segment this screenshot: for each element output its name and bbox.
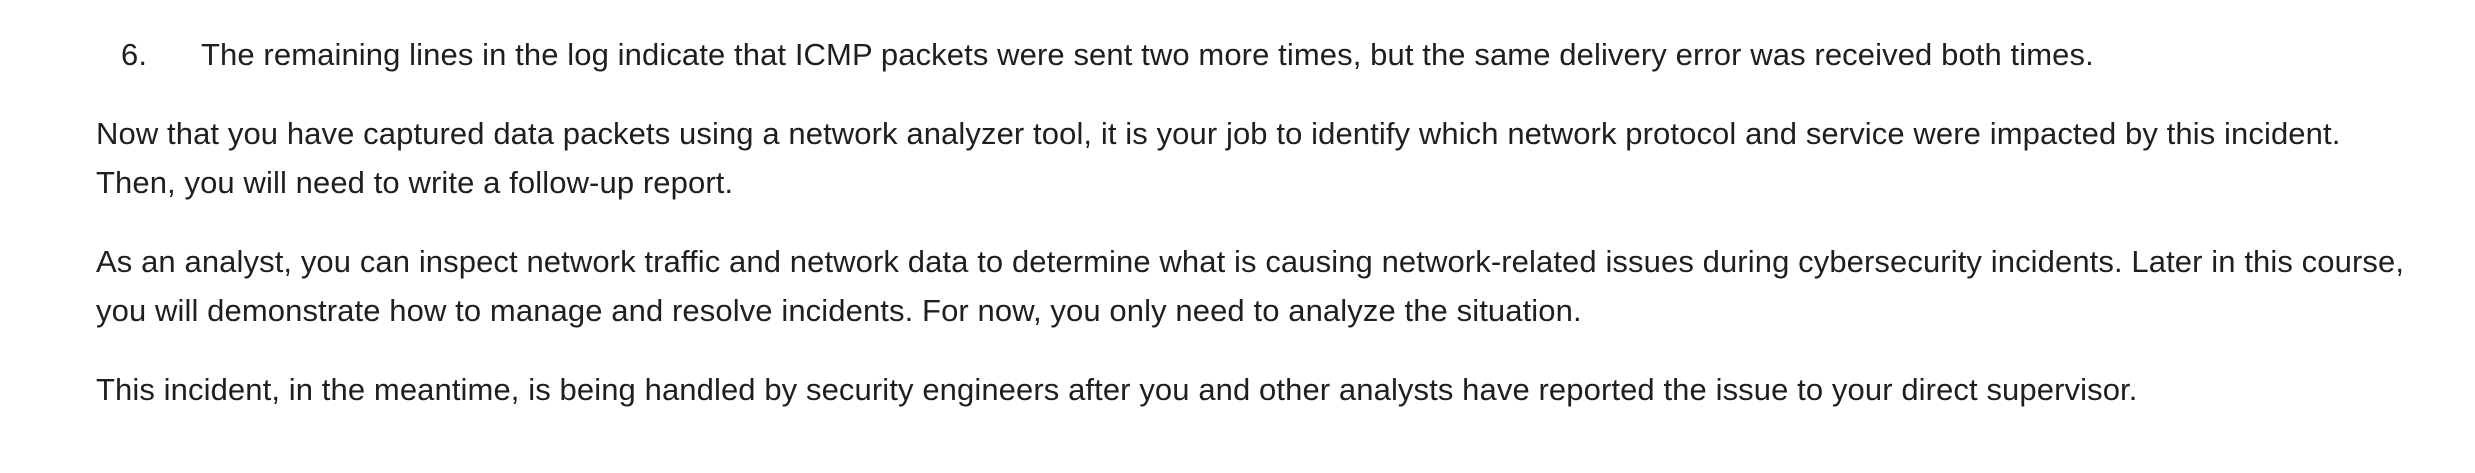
numbered-list-item: 6. The remaining lines in the log indica… <box>96 30 2406 79</box>
paragraph: This incident, in the meantime, is being… <box>96 372 2138 407</box>
paragraph: As an analyst, you can inspect network t… <box>96 244 2405 328</box>
paragraph: Now that you have captured data packets … <box>96 116 2341 200</box>
list-item-text: The remaining lines in the log indicate … <box>201 37 2094 72</box>
list-item-number: 6. <box>121 37 148 72</box>
document-body: 6. The remaining lines in the log indica… <box>96 30 2406 444</box>
